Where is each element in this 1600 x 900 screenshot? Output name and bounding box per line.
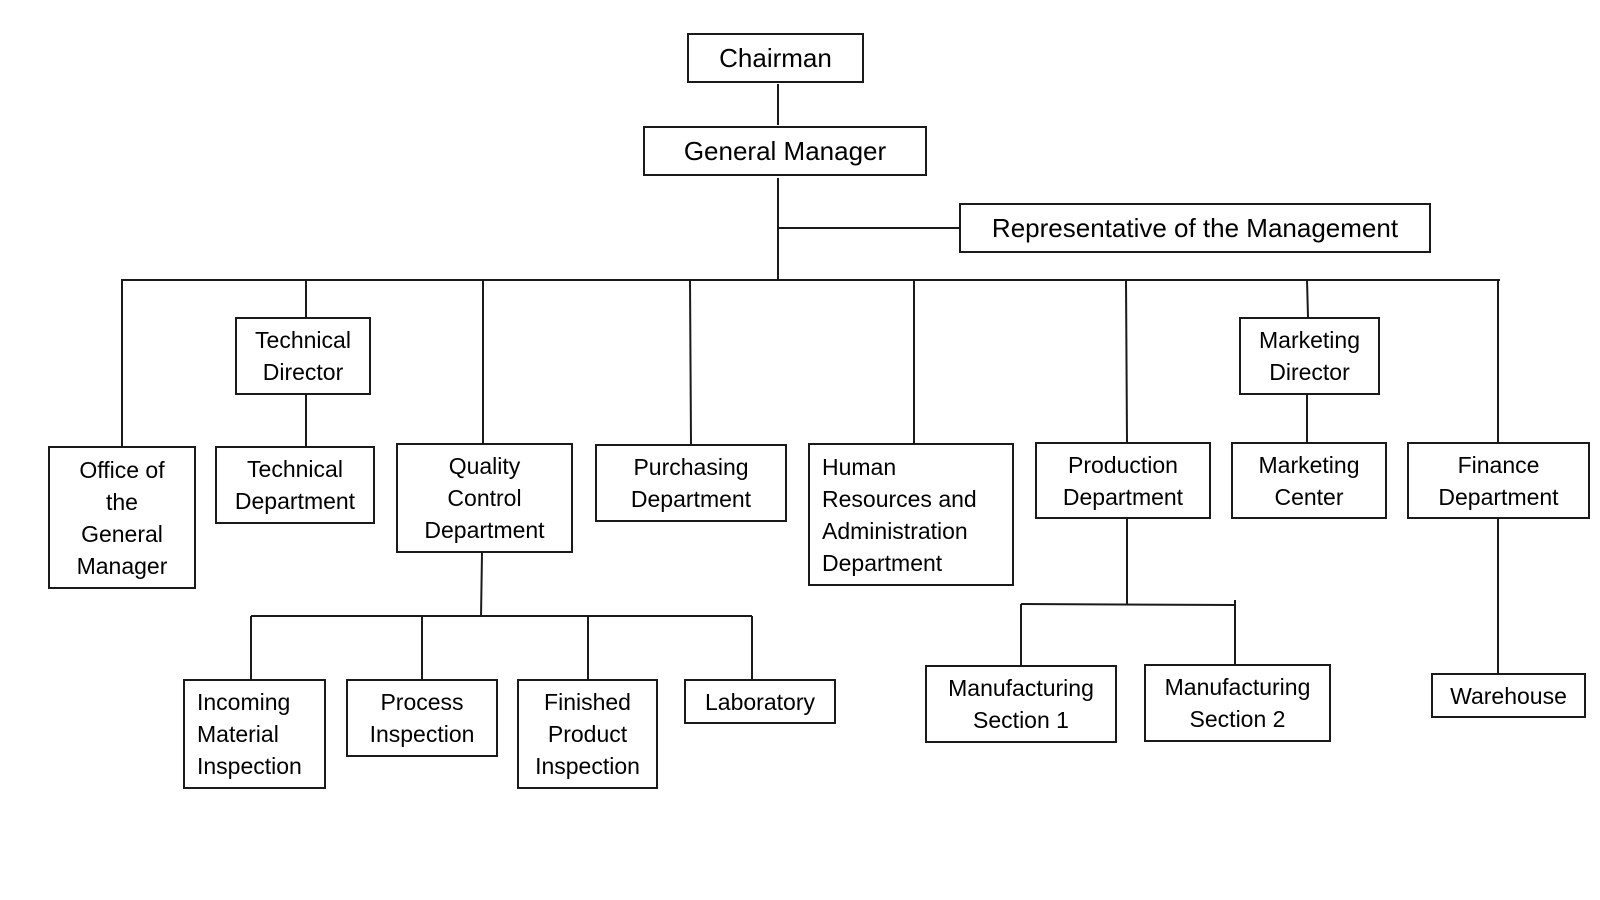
- manufacturing-2-box: Manufacturing Section 2: [1144, 664, 1331, 742]
- incoming-inspection-label: Incoming Material Inspection: [197, 689, 302, 779]
- marketing-director-label: Marketing Director: [1259, 327, 1360, 385]
- general-manager-label: General Manager: [683, 136, 887, 166]
- connector: [1020, 603, 1236, 606]
- marketing-director-box: Marketing Director: [1239, 317, 1380, 395]
- marketing-center-box: Marketing Center: [1231, 442, 1387, 519]
- technical-director-label: Technical Director: [255, 327, 351, 385]
- technical-dept-box: Technical Department: [215, 446, 375, 524]
- quality-dept-box: Quality Control Department: [396, 443, 573, 553]
- technical-director-box: Technical Director: [235, 317, 371, 395]
- incoming-inspection-box: Incoming Material Inspection: [183, 679, 326, 789]
- quality-dept-label: Quality Control Department: [424, 453, 545, 543]
- hr-dept-label: Human Resources and Administration Depar…: [822, 453, 977, 576]
- office-gm-label: Office of the General Manager: [76, 456, 168, 579]
- manufacturing-1-box: Manufacturing Section 1: [925, 665, 1117, 743]
- finished-inspection-label: Finished Product Inspection: [535, 689, 640, 779]
- general-manager-box: General Manager: [643, 126, 927, 176]
- production-dept-box: Production Department: [1035, 442, 1211, 519]
- manufacturing-2-label: Manufacturing Section 2: [1164, 674, 1311, 732]
- chairman-box: Chairman: [687, 33, 864, 83]
- purchasing-dept-box: Purchasing Department: [595, 444, 787, 522]
- process-inspection-label: Process Inspection: [369, 689, 475, 747]
- process-inspection-box: Process Inspection: [346, 679, 498, 757]
- laboratory-label: Laboratory: [705, 688, 815, 715]
- office-gm-box: Office of the General Manager: [48, 446, 196, 589]
- technical-dept-label: Technical Department: [234, 456, 356, 514]
- management-rep-box: Representative of the Management: [959, 203, 1431, 253]
- connector: [689, 279, 692, 445]
- management-rep-label: Representative of the Management: [991, 213, 1399, 243]
- connector: [1306, 279, 1309, 318]
- finance-dept-label: Finance Department: [1438, 451, 1559, 510]
- warehouse-box: Warehouse: [1431, 673, 1586, 718]
- chairman-label: Chairman: [719, 43, 832, 73]
- manufacturing-1-label: Manufacturing Section 1: [948, 675, 1094, 733]
- hr-dept-box: Human Resources and Administration Depar…: [808, 443, 1014, 586]
- purchasing-dept-label: Purchasing Department: [630, 454, 752, 512]
- marketing-center-label: Marketing Center: [1258, 451, 1360, 510]
- warehouse-label: Warehouse: [1450, 682, 1567, 709]
- finance-dept-box: Finance Department: [1407, 442, 1590, 519]
- laboratory-box: Laboratory: [684, 679, 836, 724]
- connector: [1125, 279, 1128, 443]
- finished-inspection-box: Finished Product Inspection: [517, 679, 658, 789]
- connector: [480, 552, 483, 618]
- production-dept-label: Production Department: [1062, 451, 1184, 510]
